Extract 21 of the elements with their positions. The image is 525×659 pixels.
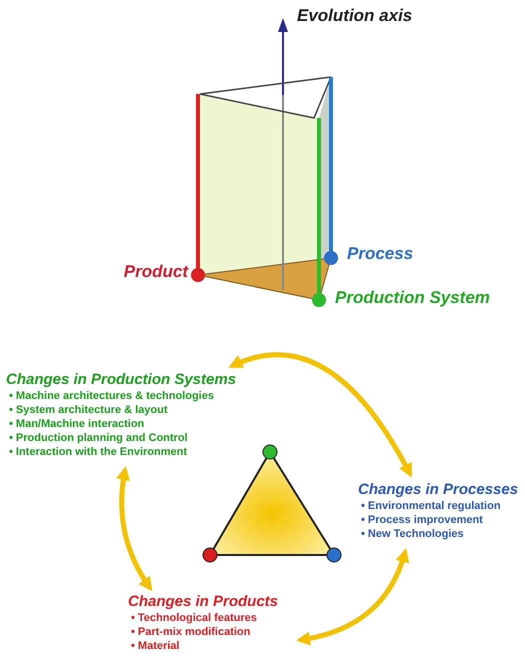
vertex-label: Product [124, 262, 188, 282]
bullet-item: • New Technologies [361, 527, 464, 541]
bullet-item: • Environmental regulation [361, 499, 501, 513]
section-heading: Changes in Production Systems [6, 370, 236, 389]
bullet-item: • Interaction with the Environment [9, 445, 188, 459]
bullet-item: • Machine architectures & technologies [9, 389, 214, 403]
section-heading: Changes in Processes [358, 480, 518, 499]
section-heading: Changes in Products [128, 592, 278, 611]
bullet-item: • Material [131, 639, 180, 653]
bullet-item: • System architecture & layout [9, 403, 168, 417]
double-headed-arrow [228, 352, 412, 478]
vertex-label: Production System [335, 288, 490, 308]
bullet-item: • Technological features [131, 611, 257, 625]
bullet-item: • Part-mix modification [131, 625, 250, 639]
bullet-item: • Process improvement [361, 513, 483, 527]
double-headed-arrow [116, 466, 152, 592]
bullet-item: • Production planning and Control [9, 431, 188, 445]
vertex-label: Process [347, 244, 414, 264]
double-headed-arrow [296, 548, 409, 646]
bullet-item: • Man/Machine interaction [9, 417, 144, 431]
axis-label: Evolution axis [297, 6, 412, 26]
